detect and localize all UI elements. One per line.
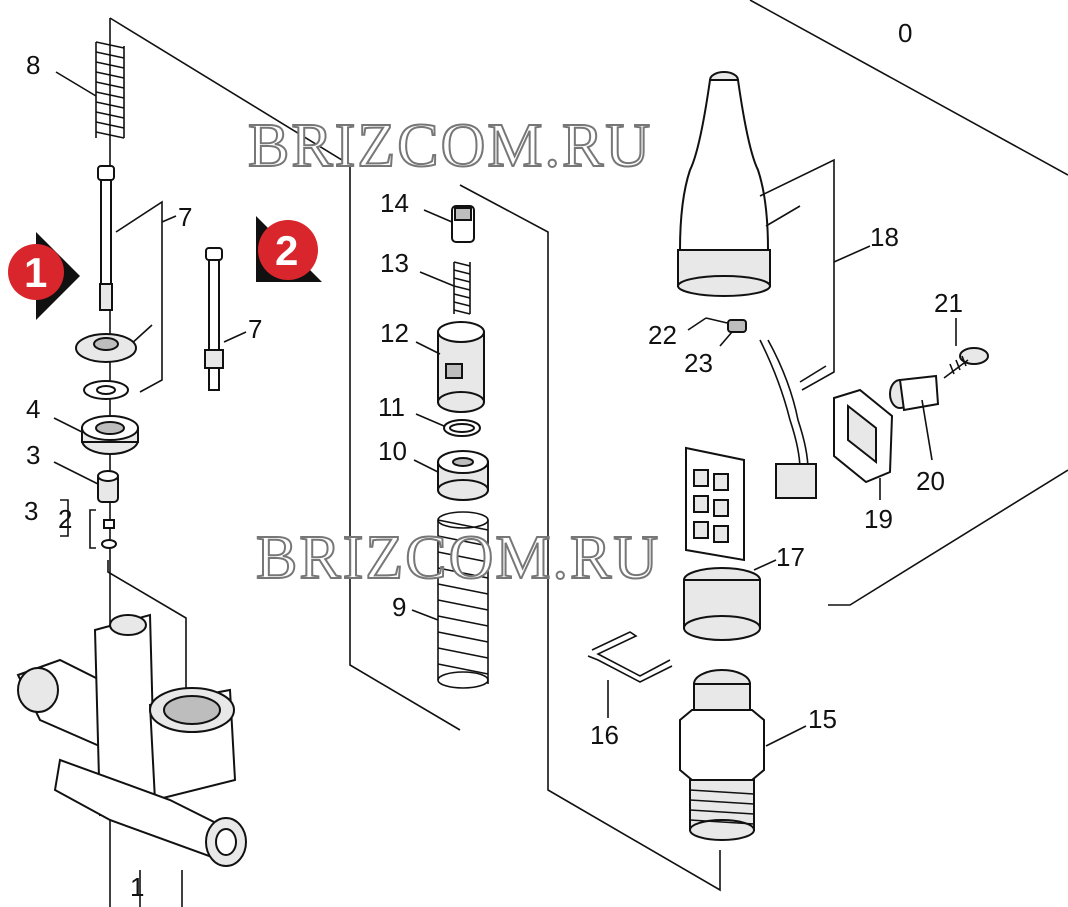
part-16-clip <box>587 631 673 683</box>
label-14: 14 <box>380 188 409 218</box>
label-7-right: 7 <box>248 314 262 344</box>
svg-text:1: 1 <box>24 249 47 296</box>
label-19: 19 <box>864 504 893 534</box>
part-number-labels: 0 8 7 7 4 3 3 2 1 14 13 12 11 10 9 18 21… <box>24 18 963 902</box>
label-20: 20 <box>916 466 945 496</box>
part-17-switch-holder <box>683 446 761 641</box>
part-8-spring <box>95 41 125 139</box>
part-11-o-ring <box>443 419 481 437</box>
badge-2: 2 <box>256 216 322 282</box>
label-16: 16 <box>590 720 619 750</box>
label-21: 21 <box>934 288 963 318</box>
label-4: 4 <box>26 394 40 424</box>
part-3-nozzle <box>97 470 119 503</box>
watermark-top: BRIZCOM.RU <box>248 112 652 180</box>
label-23: 23 <box>684 348 713 378</box>
label-7-left: 7 <box>178 202 192 232</box>
part-7-valve-pin-right <box>204 247 224 391</box>
part-7-valve-pin-left <box>97 165 115 311</box>
label-3-upper: 3 <box>26 440 40 470</box>
part-18-cover <box>677 71 771 297</box>
part-4-seat <box>81 415 139 455</box>
part-1-pump-housing <box>16 613 247 867</box>
label-18: 18 <box>870 222 899 252</box>
label-1: 1 <box>130 872 144 902</box>
label-13: 13 <box>380 248 409 278</box>
label-0: 0 <box>898 18 912 48</box>
part-19-bracket <box>833 388 894 484</box>
part-valve-seat-washer <box>75 333 137 363</box>
part-2-small-items <box>101 519 117 549</box>
part-20-knob <box>889 374 940 412</box>
part-10-cap <box>437 450 489 501</box>
label-22: 22 <box>648 320 677 350</box>
part-22-23-wires <box>705 317 817 499</box>
label-15: 15 <box>808 704 837 734</box>
part-14-pin <box>451 205 475 243</box>
label-11: 11 <box>378 392 405 422</box>
watermark-middle: BRIZCOM.RU <box>256 524 660 592</box>
svg-text:2: 2 <box>275 227 298 274</box>
part-13-small-spring <box>453 261 471 315</box>
badge-1: 1 <box>8 232 80 320</box>
part-9-spring <box>437 511 489 689</box>
label-17: 17 <box>776 542 805 572</box>
label-9: 9 <box>392 592 406 622</box>
part-12-piston <box>437 321 485 413</box>
part-15-fitting <box>679 669 765 841</box>
label-12: 12 <box>380 318 409 348</box>
label-2: 2 <box>58 504 72 534</box>
label-3-lower: 3 <box>24 496 38 526</box>
part-21-screw <box>943 347 989 379</box>
label-8: 8 <box>26 50 40 80</box>
part-washer-small <box>83 380 129 400</box>
label-10: 10 <box>378 436 407 466</box>
